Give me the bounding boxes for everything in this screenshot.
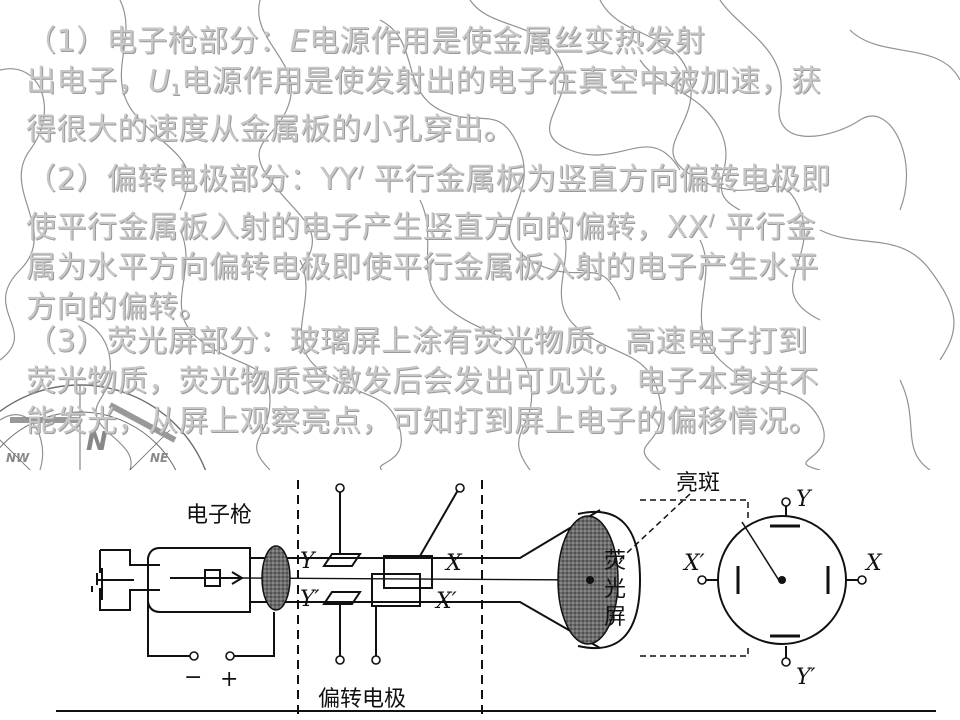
- compass-nw-label: NW: [6, 451, 30, 465]
- p1-sub-u: 1: [170, 80, 182, 99]
- p1-text-d: 得很大的速度从金属板的小孔穿出。: [26, 112, 514, 147]
- p2-prime-2: /: [708, 210, 715, 229]
- terminal-minus: [189, 651, 199, 661]
- plate-x-prime-label: X′: [434, 589, 457, 614]
- p1-var-e: E: [289, 24, 310, 59]
- diagram-baseline: [56, 710, 936, 712]
- paragraph-deflection: （2）偏转电极部分：YY/ 平行金属板为竖直方向偏转电极即 使平行金属板入射的电…: [26, 152, 938, 328]
- terminal-y-prime: [335, 655, 345, 665]
- p2-text-c: 平行金: [714, 210, 817, 245]
- plate-x-label: X: [444, 551, 463, 576]
- terminal-x-prime: [371, 655, 381, 665]
- electron-gun-label: 电子枪: [186, 503, 252, 528]
- deflection-electrode-label: 偏转电极: [318, 687, 406, 712]
- p1-prefix: （1）电子枪部分：: [26, 24, 290, 59]
- cathode-ray-tube-diagram: 电子枪 偏转电极 亮斑 荧 光 屏 − + Y Y′ X X′ Y Y′ X′ …: [0, 470, 960, 720]
- compass-n-label: N: [86, 427, 108, 457]
- front-terminal-y-prime: [781, 657, 791, 667]
- bright-spot: [586, 576, 594, 584]
- plate-y-label: Y: [300, 549, 317, 574]
- front-x-prime-label: X′: [682, 551, 705, 576]
- compass-ne-label: NE: [150, 451, 169, 465]
- p2-prime-1: /: [357, 162, 364, 181]
- p3-line-1: （3）荧光屏部分：玻璃屏上涂有荧光物质。高速电子打到: [26, 324, 809, 359]
- p3-line-2: 荧光物质，荧光物质受激发后会发出可见光，电子本身并不: [26, 364, 819, 399]
- terminal-y: [335, 483, 345, 493]
- minus-sign: −: [184, 665, 202, 690]
- terminal-plus: [225, 651, 235, 661]
- front-terminal-y: [781, 497, 791, 507]
- p3-line-3: 能发光，从屏上观察亮点，可知打到屏上电子的偏移情况。: [26, 404, 819, 439]
- bright-spot-label: 亮斑: [676, 471, 720, 496]
- p1-text-b: 出电子，: [26, 64, 148, 99]
- p1-var-u: U: [148, 64, 171, 99]
- front-view-center: [778, 576, 786, 584]
- screen-label-3: 屏: [604, 605, 626, 630]
- p1-text-a: 电源作用是使金属丝变热发射: [309, 24, 706, 59]
- screen-label-2: 光: [604, 577, 626, 602]
- terminal-x: [455, 483, 465, 493]
- front-y-prime-label: Y′: [796, 665, 816, 690]
- front-x-label: X: [864, 551, 883, 576]
- front-terminal-x-prime: [697, 575, 707, 585]
- p1-text-c: 电源作用是使发射出的电子在真空中被加速，获: [181, 64, 822, 99]
- p2-prefix: （2）偏转电极部分：YY: [26, 162, 358, 197]
- plate-y-prime-label: Y′: [300, 587, 320, 612]
- front-y-label: Y: [796, 487, 813, 512]
- paragraph-electron-gun: （1）电子枪部分：E电源作用是使金属丝变热发射 出电子，U1电源作用是使发射出的…: [26, 22, 938, 150]
- accelerating-anode: [261, 545, 291, 611]
- p2-text-d: 属为水平方向偏转电极即使平行金属板入射的电子产生水平: [26, 250, 819, 285]
- p2-text-b: 使平行金属板入射的电子产生竖直方向的偏转，XX: [26, 210, 709, 245]
- p2-text-e: 方向的偏转。: [26, 290, 209, 325]
- p2-text-a: 平行金属板为竖直方向偏转电极即: [363, 162, 832, 197]
- diagram-panel: [0, 470, 960, 720]
- front-terminal-x: [857, 575, 867, 585]
- plus-sign: +: [220, 667, 238, 692]
- paragraph-screen: （3）荧光屏部分：玻璃屏上涂有荧光物质。高速电子打到 荧光物质，荧光物质受激发后…: [26, 322, 938, 442]
- screen-label-1: 荧: [604, 549, 626, 574]
